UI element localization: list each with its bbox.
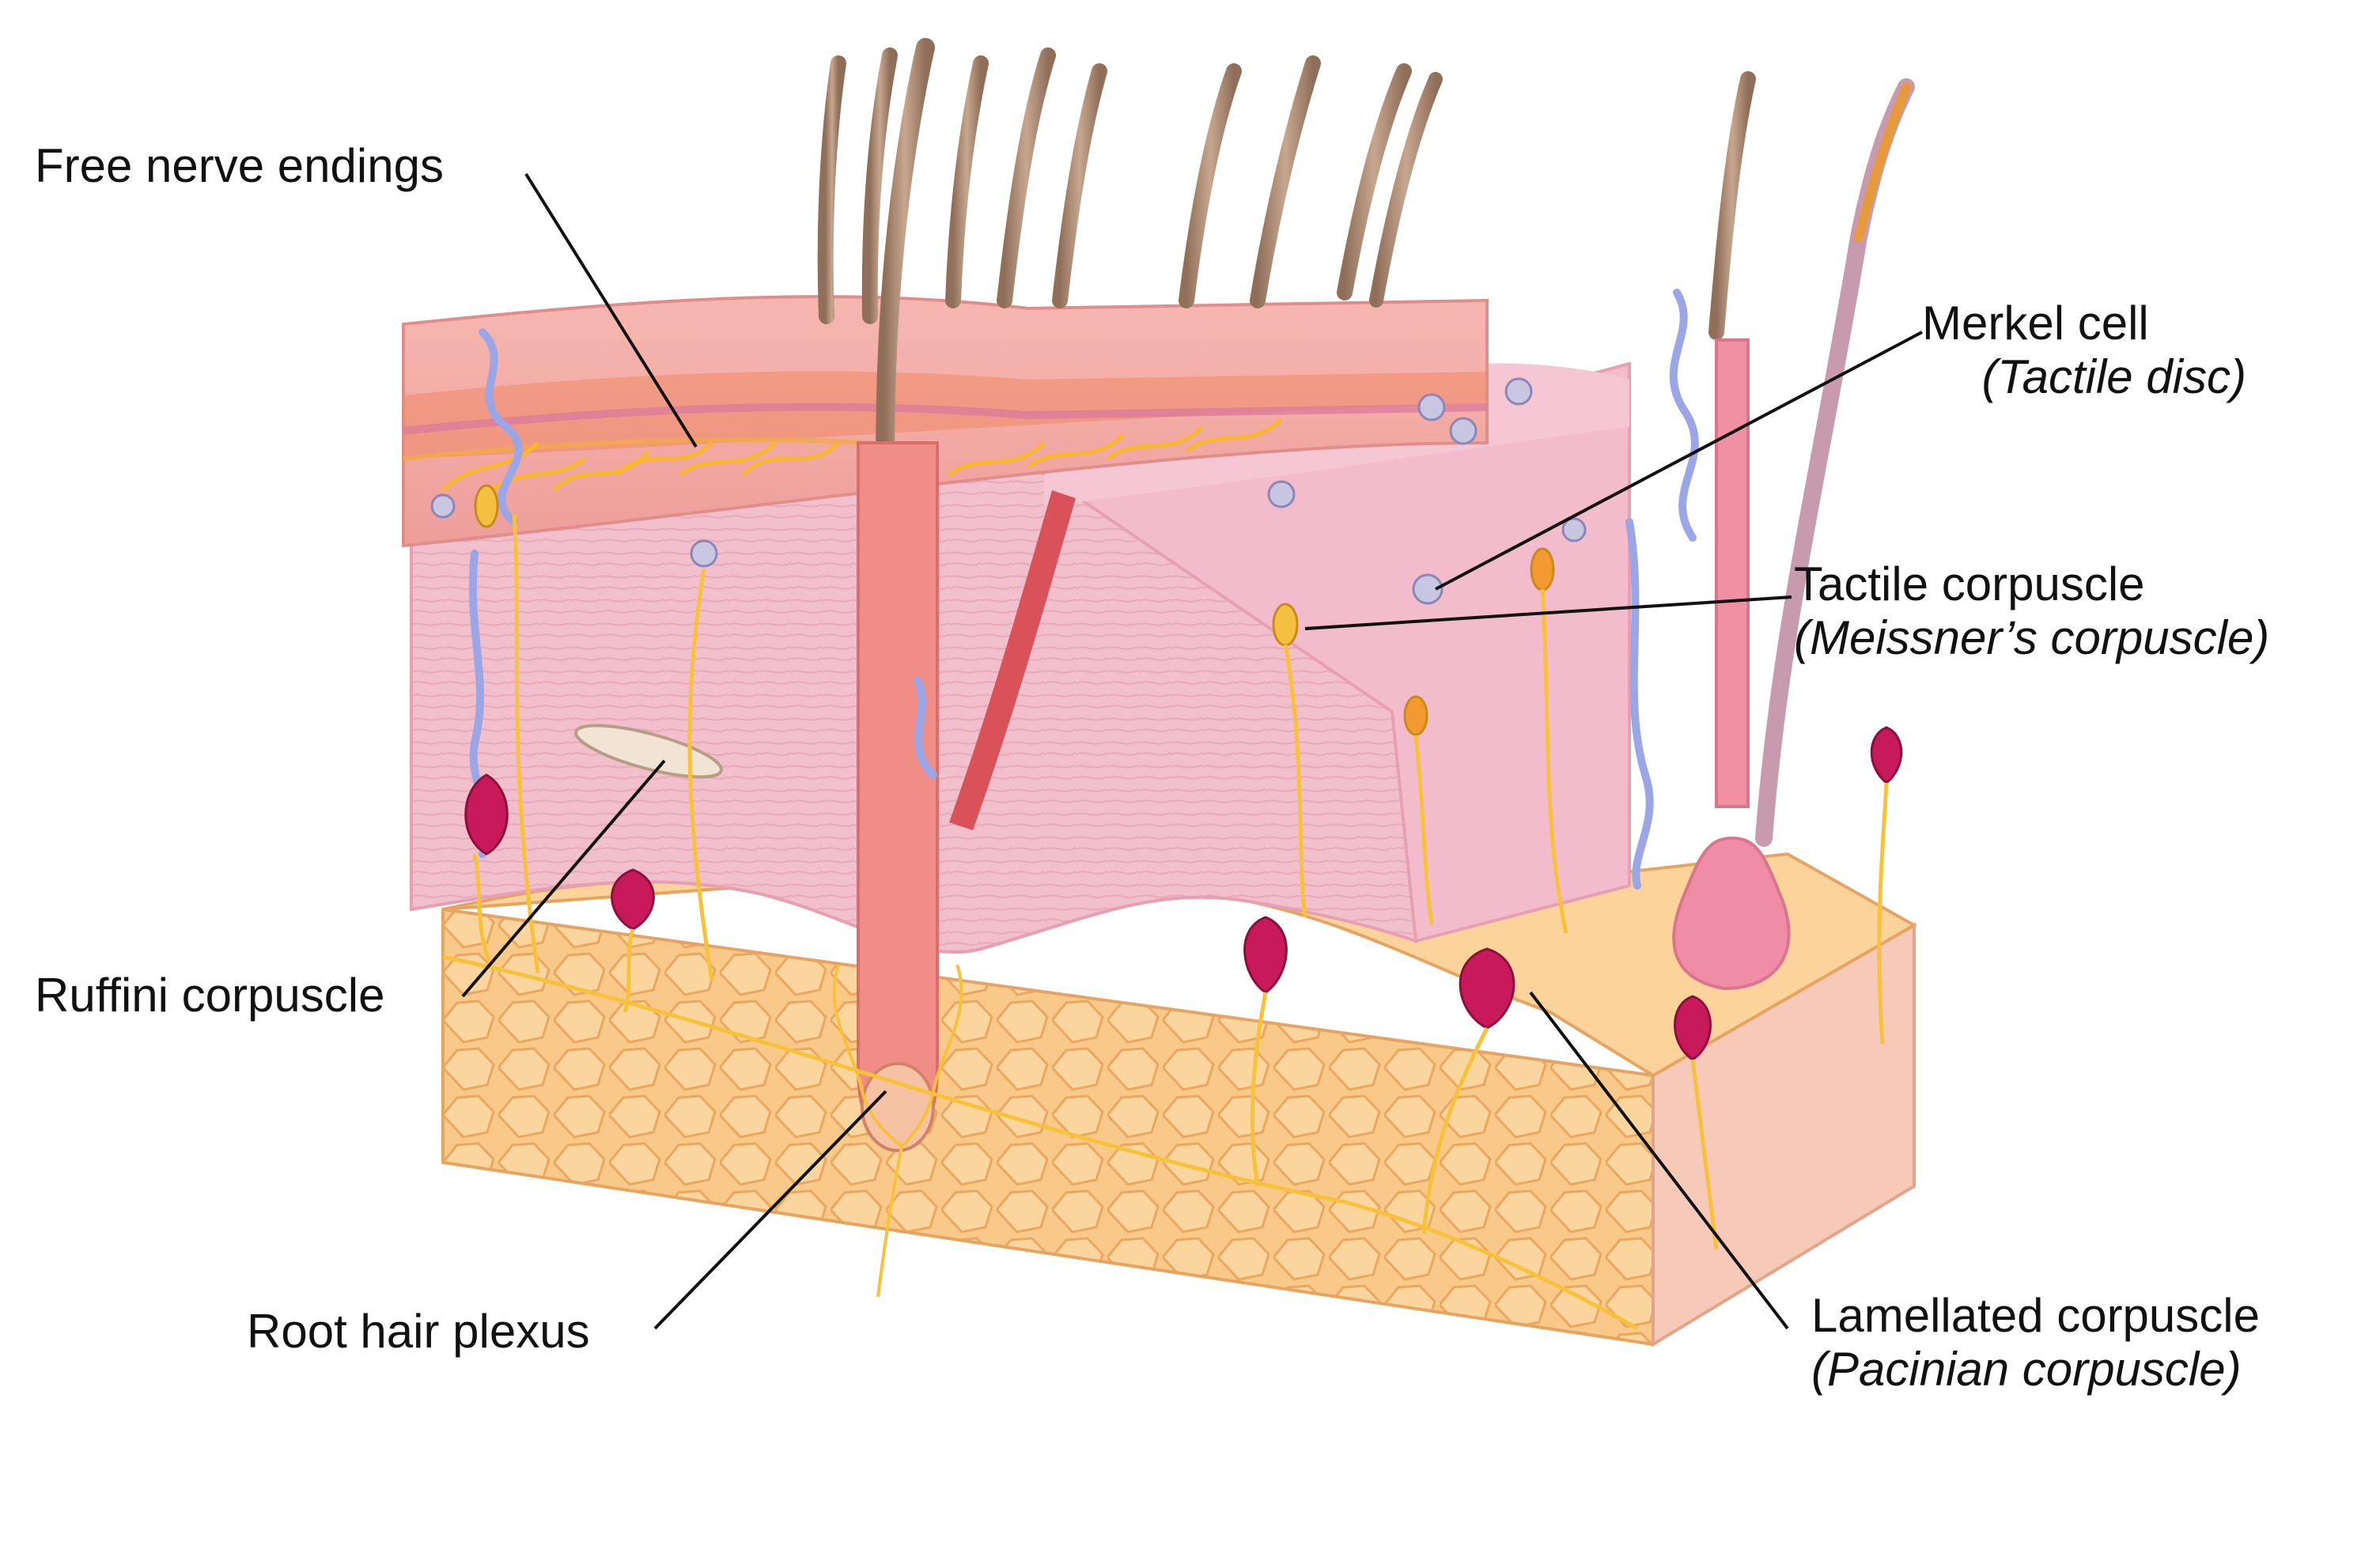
lamellated-corpuscles	[464, 726, 1903, 1061]
leader-lamellated-corpuscle	[1529, 991, 1789, 1330]
label-free-nerve-endings: Free nerve endings	[35, 139, 444, 193]
ruffini-corpuscle-shape	[574, 724, 723, 779]
label-root-hair-plexus: Root hair plexus	[247, 1305, 590, 1359]
merkel-cells	[430, 377, 1587, 605]
label-root-hair-plexus-title: Root hair plexus	[247, 1305, 590, 1358]
leader-ruffini-corpuscle	[461, 759, 666, 998]
free-nerve-endings-network	[441, 418, 1283, 493]
label-merkel-cell-subtitle: (Tactile disc)	[1981, 350, 2246, 403]
label-tactile-corpuscle: Tactile corpuscle (Meissner’s corpuscle)	[1794, 557, 2269, 665]
leader-free-nerve-endings	[524, 172, 698, 448]
label-free-nerve-endings-title: Free nerve endings	[35, 139, 444, 192]
label-merkel-cell: Merkel cell (Tactile disc)	[1922, 297, 2246, 404]
hair-follicle	[857, 338, 1791, 1152]
label-lamellated-corpuscle-title: Lamellated corpuscle	[1811, 1289, 2260, 1342]
tactile-corpuscles	[474, 484, 1555, 736]
nerve-fibers	[442, 513, 1889, 1331]
label-tactile-corpuscle-subtitle: (Meissner’s corpuscle)	[1794, 611, 2270, 664]
blood-vessels	[468, 289, 1699, 890]
leader-lines	[461, 172, 1923, 1330]
label-tactile-corpuscle-title: Tactile corpuscle	[1794, 557, 2145, 610]
leader-root-hair-plexus	[653, 1090, 887, 1330]
leader-tactile-corpuscle	[1304, 595, 1792, 630]
label-ruffini-corpuscle-title: Ruffini corpuscle	[35, 969, 385, 1022]
arrector-pili-muscle	[949, 490, 1076, 830]
label-ruffini-corpuscle: Ruffini corpuscle	[35, 969, 384, 1022]
epidermis-layer	[402, 295, 1489, 548]
label-lamellated-corpuscle-subtitle: (Pacinian corpuscle)	[1811, 1343, 2242, 1396]
label-lamellated-corpuscle: Lamellated corpuscle (Pacinian corpuscle…	[1811, 1289, 2260, 1396]
root-hair-plexus-fibers	[832, 964, 963, 1298]
label-merkel-cell-title: Merkel cell	[1922, 297, 2149, 350]
leader-merkel-cell	[1435, 331, 1923, 591]
